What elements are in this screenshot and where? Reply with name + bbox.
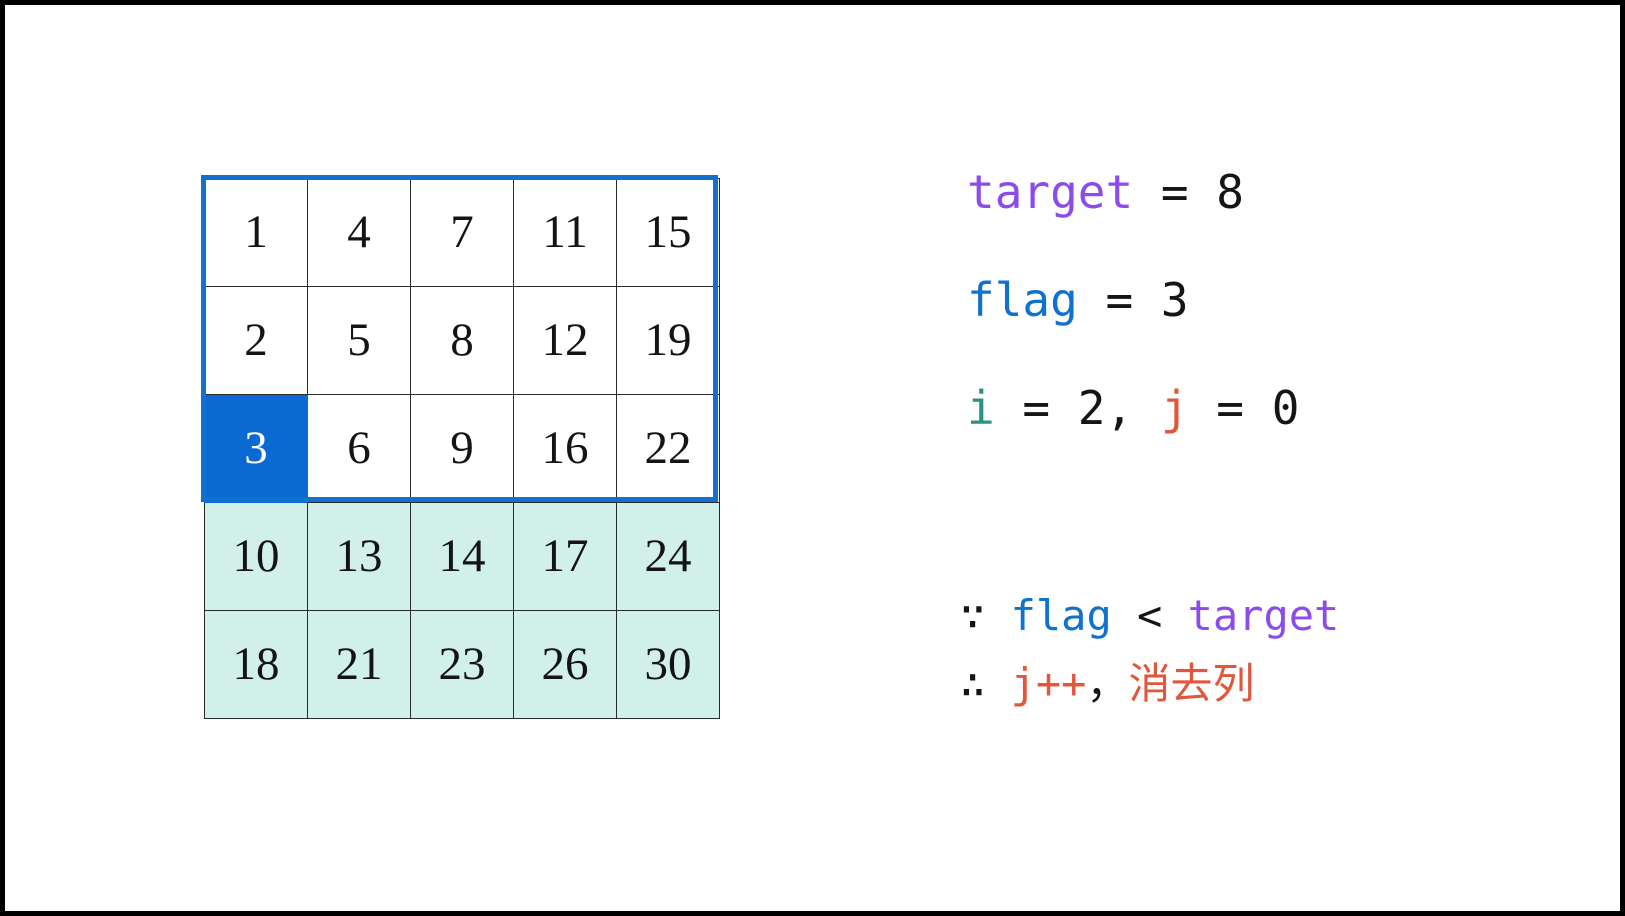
matrix-cell-r2c0-active[interactable]: 3 <box>204 394 308 503</box>
because-symbol-icon: ∵ <box>960 591 986 640</box>
matrix-cell-r3c1[interactable]: 13 <box>307 502 411 611</box>
value-target: 8 <box>1216 165 1244 219</box>
variable-i: i <box>967 381 995 435</box>
because-operator: < <box>1111 591 1188 640</box>
matrix-cell-r3c0[interactable]: 10 <box>204 502 308 611</box>
annotation-line-indices: i = 2, j = 0 <box>967 385 1567 431</box>
matrix-cell-r1c1[interactable]: 5 <box>307 286 411 395</box>
operator-equals: = <box>1077 273 1161 327</box>
therefore-line: ∴ j++，消去列 <box>960 663 1600 705</box>
matrix-cell-r3c3[interactable]: 17 <box>513 502 617 611</box>
matrix-cell-r0c1[interactable]: 4 <box>307 178 411 287</box>
because-line: ∵ flag < target <box>960 595 1600 637</box>
matrix-body: 1 4 7 11 15 2 5 8 12 19 3 6 9 16 <box>204 178 720 719</box>
matrix-cell-r4c2[interactable]: 23 <box>410 610 514 719</box>
because-space <box>985 591 1010 640</box>
therefore-action: j++ <box>1010 659 1087 708</box>
operator-equals-i: = <box>994 381 1078 435</box>
therefore-separator: ， <box>1086 659 1129 708</box>
matrix-table: 1 4 7 11 15 2 5 8 12 19 3 6 9 16 <box>204 178 720 719</box>
matrix-cell-r4c4[interactable]: 30 <box>616 610 720 719</box>
matrix-cell-r2c1[interactable]: 6 <box>307 394 411 503</box>
matrix-cell-r4c3[interactable]: 26 <box>513 610 617 719</box>
because-operand-target: target <box>1187 591 1340 640</box>
variable-j: j <box>1160 381 1189 435</box>
therefore-symbol-icon: ∴ <box>960 659 986 708</box>
matrix-cell-r3c4[interactable]: 24 <box>616 502 720 611</box>
matrix-cell-r4c0[interactable]: 18 <box>204 610 308 719</box>
conclusion-block: ∵ flag < target ∴ j++，消去列 <box>960 595 1600 705</box>
variable-flag: flag <box>967 273 1078 327</box>
annotation-block: target = 8 flag = 3 i = 2, j = 0 <box>967 169 1567 431</box>
table-row: 2 5 8 12 19 <box>204 286 720 395</box>
value-i: 2 <box>1077 381 1106 435</box>
matrix-cell-r0c2[interactable]: 7 <box>410 178 514 287</box>
matrix-cell-r4c1[interactable]: 21 <box>307 610 411 719</box>
variable-target: target <box>967 165 1134 219</box>
operator-equals: = <box>1133 165 1217 219</box>
matrix-cell-r1c0[interactable]: 2 <box>204 286 308 395</box>
table-row: 10 13 14 17 24 <box>204 502 720 611</box>
table-row: 3 6 9 16 22 <box>204 394 720 503</box>
matrix-cell-r1c4[interactable]: 19 <box>616 286 720 395</box>
matrix-cell-r2c2[interactable]: 9 <box>410 394 514 503</box>
because-operand-flag: flag <box>1010 591 1112 640</box>
value-flag: 3 <box>1160 273 1189 327</box>
matrix-cell-r2c4[interactable]: 22 <box>616 394 720 503</box>
therefore-space <box>985 659 1010 708</box>
therefore-description: 消去列 <box>1128 659 1255 708</box>
value-j: 0 <box>1271 381 1300 435</box>
matrix-cell-r0c3[interactable]: 11 <box>513 178 617 287</box>
matrix-cell-r1c2[interactable]: 8 <box>410 286 514 395</box>
matrix-cell-r0c0[interactable]: 1 <box>204 178 308 287</box>
table-row: 1 4 7 11 15 <box>204 178 720 287</box>
matrix-cell-r3c2[interactable]: 14 <box>410 502 514 611</box>
table-row: 18 21 23 26 30 <box>204 610 720 719</box>
annotation-line-target: target = 8 <box>967 169 1567 215</box>
operator-equals-j: = <box>1188 381 1272 435</box>
annotation-line-flag: flag = 3 <box>967 277 1567 323</box>
matrix-cell-r2c3[interactable]: 16 <box>513 394 617 503</box>
matrix-cell-r1c3[interactable]: 12 <box>513 286 617 395</box>
matrix-cell-r0c4[interactable]: 15 <box>616 178 720 287</box>
matrix-container: 1 4 7 11 15 2 5 8 12 19 3 6 9 16 <box>204 178 720 719</box>
index-separator: , <box>1105 381 1161 435</box>
